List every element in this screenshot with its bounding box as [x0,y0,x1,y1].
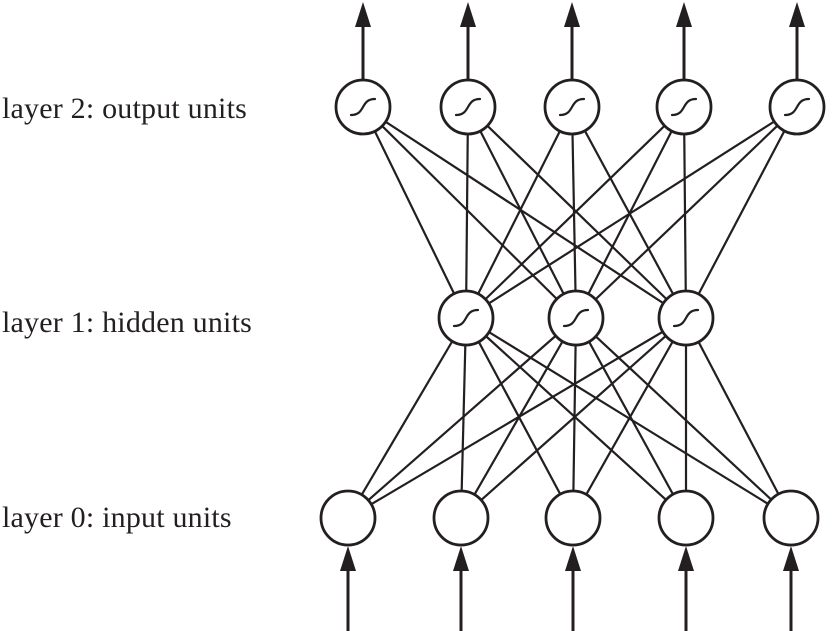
layer1-units [437,289,715,347]
sigmoid-curve-icon [670,97,698,117]
arrowhead-up-icon [460,2,476,27]
label-layer-1-hidden-units: layer 1: hidden units [2,306,252,339]
connections-layer0-to-layer1 [347,317,792,519]
arrowhead-up-icon [453,546,469,571]
input-unit [762,489,820,547]
sigmoid-curve-icon [452,308,480,328]
label-layer-2-output-units: layer 2: output units [2,92,248,125]
layer2-units [334,78,826,136]
input-unit [544,489,602,547]
sigmoid-curve-icon [558,97,586,117]
input-unit [657,489,715,547]
arrowhead-up-icon [355,2,371,27]
input-arrows [340,546,799,631]
arrowhead-up-icon [564,2,580,27]
arrowhead-up-icon [676,2,692,27]
connections-layer1-to-layer2 [362,106,798,319]
arrowhead-up-icon [678,546,694,571]
arrowhead-up-icon [565,546,581,571]
layer0-units [319,489,820,547]
input-unit [319,489,377,547]
sigmoid-curve-icon [562,308,590,328]
input-unit [432,489,490,547]
arrowhead-up-icon [340,546,356,571]
label-layer-0-input-units: layer 0: input units [2,501,232,534]
sigmoid-curve-icon [783,97,811,117]
sigmoid-curve-icon [672,308,700,328]
arrowhead-up-icon [789,2,805,27]
sigmoid-curve-icon [454,97,482,117]
arrowhead-up-icon [783,546,799,571]
sigmoid-curve-icon [349,97,377,117]
